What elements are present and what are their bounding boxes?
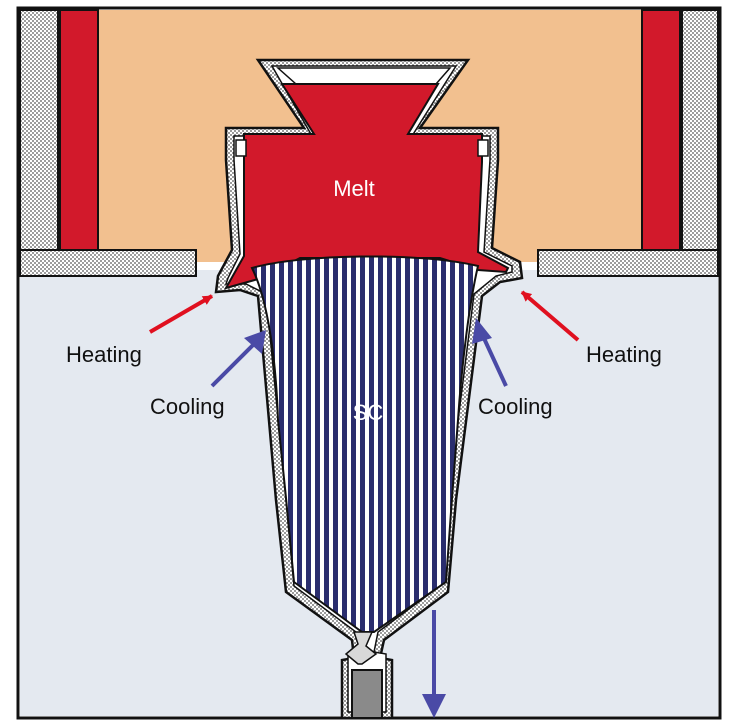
single-crystal [250,255,480,633]
seed-rod [351,669,383,719]
ampoule-opening [276,67,452,85]
heating-arrow-left [148,294,214,334]
heating-label-right: Heating [586,342,662,367]
left-heater [59,9,99,251]
right-heater [641,9,681,251]
crystal-label: SC [353,400,384,425]
left-insulation-wall [19,9,59,251]
heating-arrow-right [520,290,580,342]
seed-neck [344,631,378,665]
cooling-arrow-left [210,330,266,388]
right-insulation-wall [681,9,719,251]
heating-label-left: Heating [66,342,142,367]
right-baffle [537,249,719,277]
cooling-label-right: Cooling [478,394,553,419]
pull-down-arrow [422,610,446,718]
left-slot [235,139,247,157]
cooling-label-left: Cooling [150,394,225,419]
left-baffle [19,249,197,277]
melt-label: Melt [333,176,375,201]
cooling-arrow-right [472,318,508,387]
right-slot [477,139,489,157]
